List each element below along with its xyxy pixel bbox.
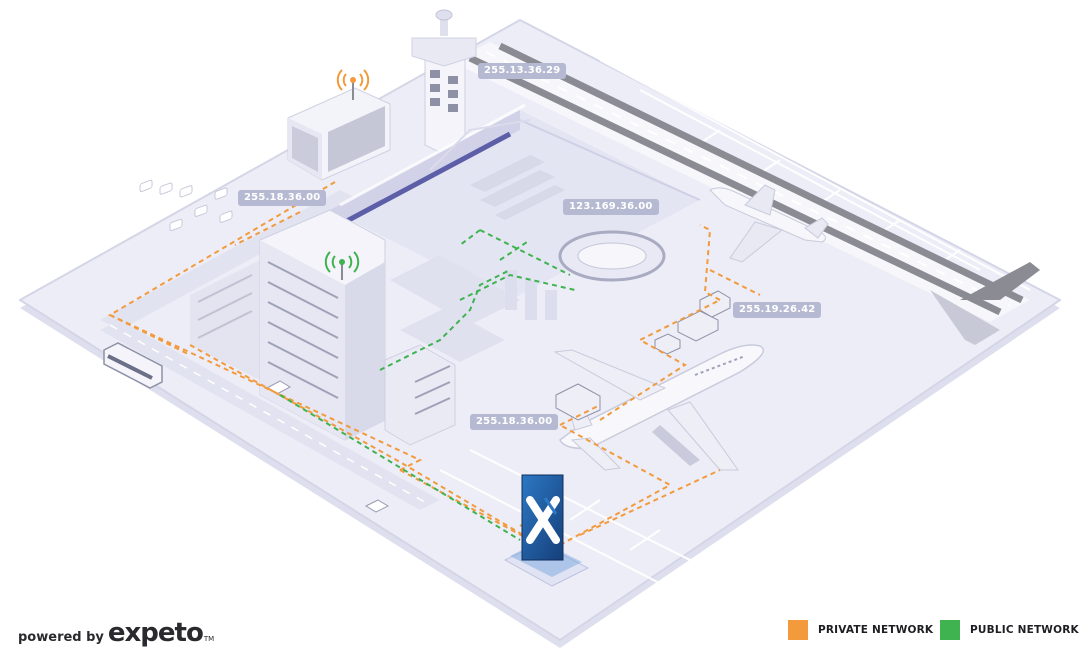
ip-label-office: 255.18.36.00 [238,190,327,206]
public-network-lines [279,229,576,541]
legend-label-public: PUBLIC NETWORK [970,624,1079,636]
ip-label-control-tower: 255.13.36.29 [478,63,567,79]
airplane-runway [709,184,829,263]
brand-name: expeto [107,618,204,648]
legend-swatch-public [940,620,960,640]
ip-label-ground-vehicles: 255.19.26.42 [733,302,822,318]
runway [452,42,1040,345]
legend-public-network: PUBLIC NETWORK [940,620,1079,640]
shuttle-bus [103,342,163,389]
wifi-tower-green-icon [324,251,360,280]
powered-by-logo: powered by expeto TM [18,618,214,652]
ip-label-terminal: 123.169.36.00 [563,199,659,215]
control-tower [411,9,477,156]
wifi-tower-orange-icon [336,69,370,100]
main-terminal-building [190,209,456,446]
expeto-kiosk-icon [503,474,590,587]
ip-label-gate: 255.18.36.00 [470,414,559,430]
office-building [287,87,391,181]
terminal-hall [330,103,701,362]
brand-trademark: TM [203,635,215,643]
legend-label-private: PRIVATE NETWORK [818,624,934,636]
private-network-lines [107,181,761,549]
legend-private-network: PRIVATE NETWORK [788,620,933,640]
legend-swatch-private [788,620,808,640]
brand-prefix: powered by [18,630,104,645]
